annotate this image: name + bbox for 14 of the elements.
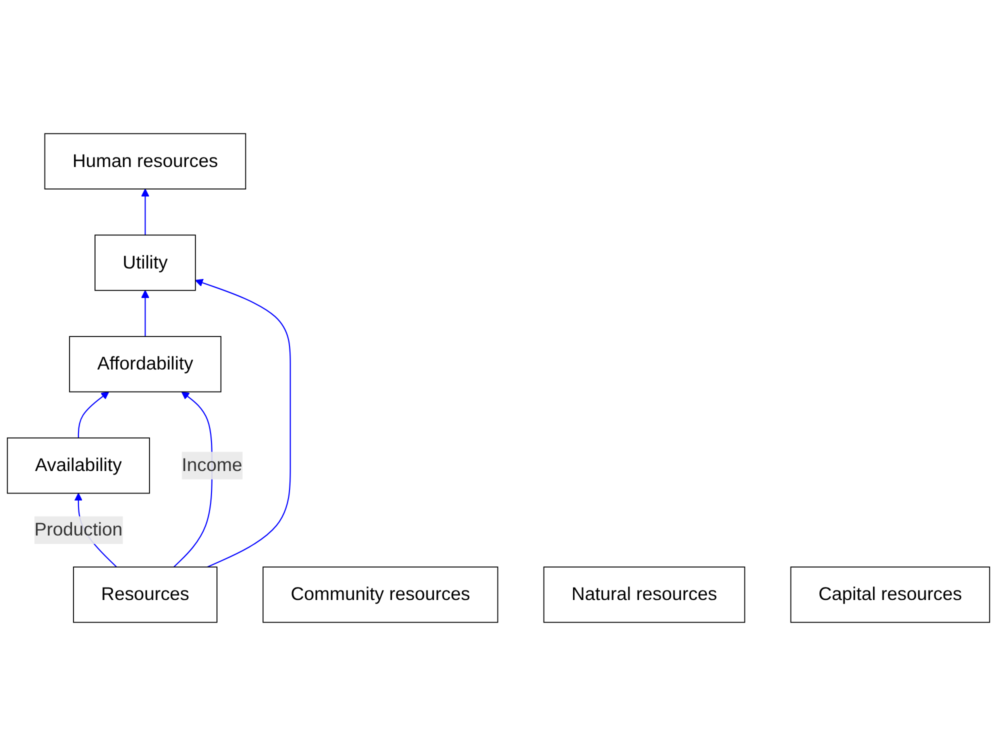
node-box: Utility [94, 234, 196, 291]
arrow [78, 391, 110, 438]
node-box: Community resources [262, 566, 498, 623]
node-box: Availability [6, 437, 150, 494]
node-box: Human resources [44, 133, 246, 190]
arrow [141, 290, 150, 336]
node-box: Resources [73, 566, 218, 623]
edge-label: Income [182, 455, 242, 476]
node-box: Affordability [69, 336, 222, 392]
arrow [195, 278, 291, 568]
edge-label: Production [34, 520, 123, 540]
arrow [141, 188, 150, 236]
node-box: Natural resources [543, 566, 746, 623]
node-box: Capital resources [790, 566, 990, 623]
